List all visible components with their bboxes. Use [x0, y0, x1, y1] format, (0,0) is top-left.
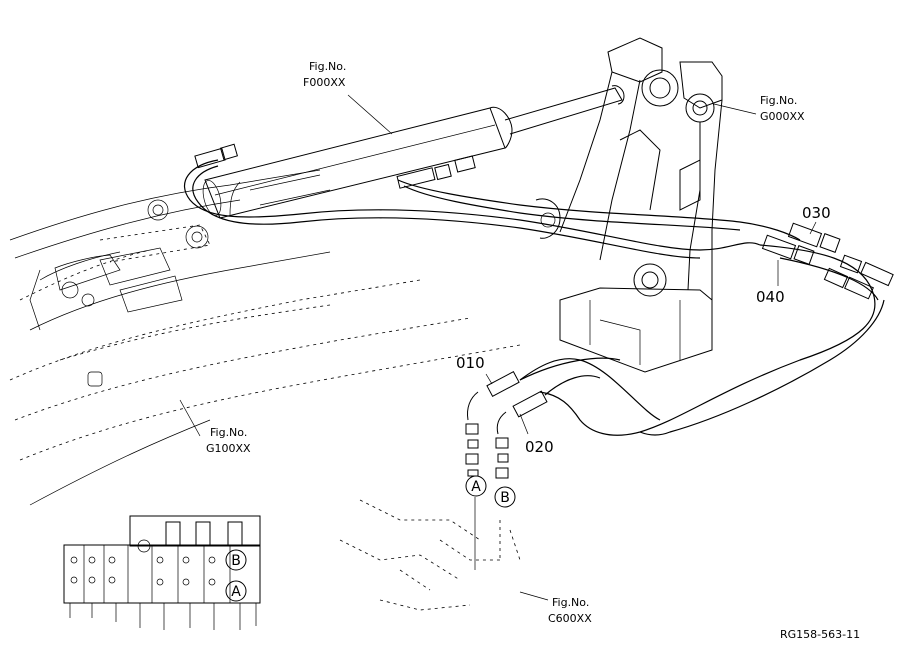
hose-routing	[184, 159, 885, 436]
control-valve	[63, 515, 261, 630]
port-b-label: B	[500, 490, 510, 506]
valve-port-a-callout: A	[225, 580, 247, 602]
valve-port-b-callout: B	[225, 549, 247, 571]
ref-g100-line1: Fig.No.	[210, 426, 247, 439]
ref-g100-line2: G100XX	[206, 442, 251, 455]
swing-bracket	[535, 37, 723, 373]
ref-c600-line2: C600XX	[548, 612, 592, 625]
valve-port-b-label: B	[231, 553, 241, 569]
port-b-callout: B	[494, 486, 516, 508]
ref-g000-line1: Fig.No.	[760, 94, 797, 107]
leader-lines	[179, 94, 817, 601]
ref-g000-line2: G000XX	[760, 110, 805, 123]
part-020-label: 020	[525, 438, 554, 456]
part-010-label: 010	[456, 354, 485, 372]
ref-f000-line1: Fig.No.	[309, 60, 346, 73]
hose-fittings	[194, 143, 894, 479]
ref-f000-line2: F000XX	[303, 76, 346, 89]
port-a-label: A	[471, 479, 481, 495]
part-030-label: 030	[802, 204, 831, 222]
port-a-callout: A	[465, 475, 487, 497]
part-040-label: 040	[756, 288, 785, 306]
c600-sketch	[339, 499, 521, 611]
cylinder	[202, 85, 625, 219]
ref-c600-line1: Fig.No.	[552, 596, 589, 609]
boom-outline	[9, 169, 521, 506]
valve-port-a-label: A	[231, 584, 241, 600]
drawing-code: RG158-563-11	[780, 628, 860, 641]
